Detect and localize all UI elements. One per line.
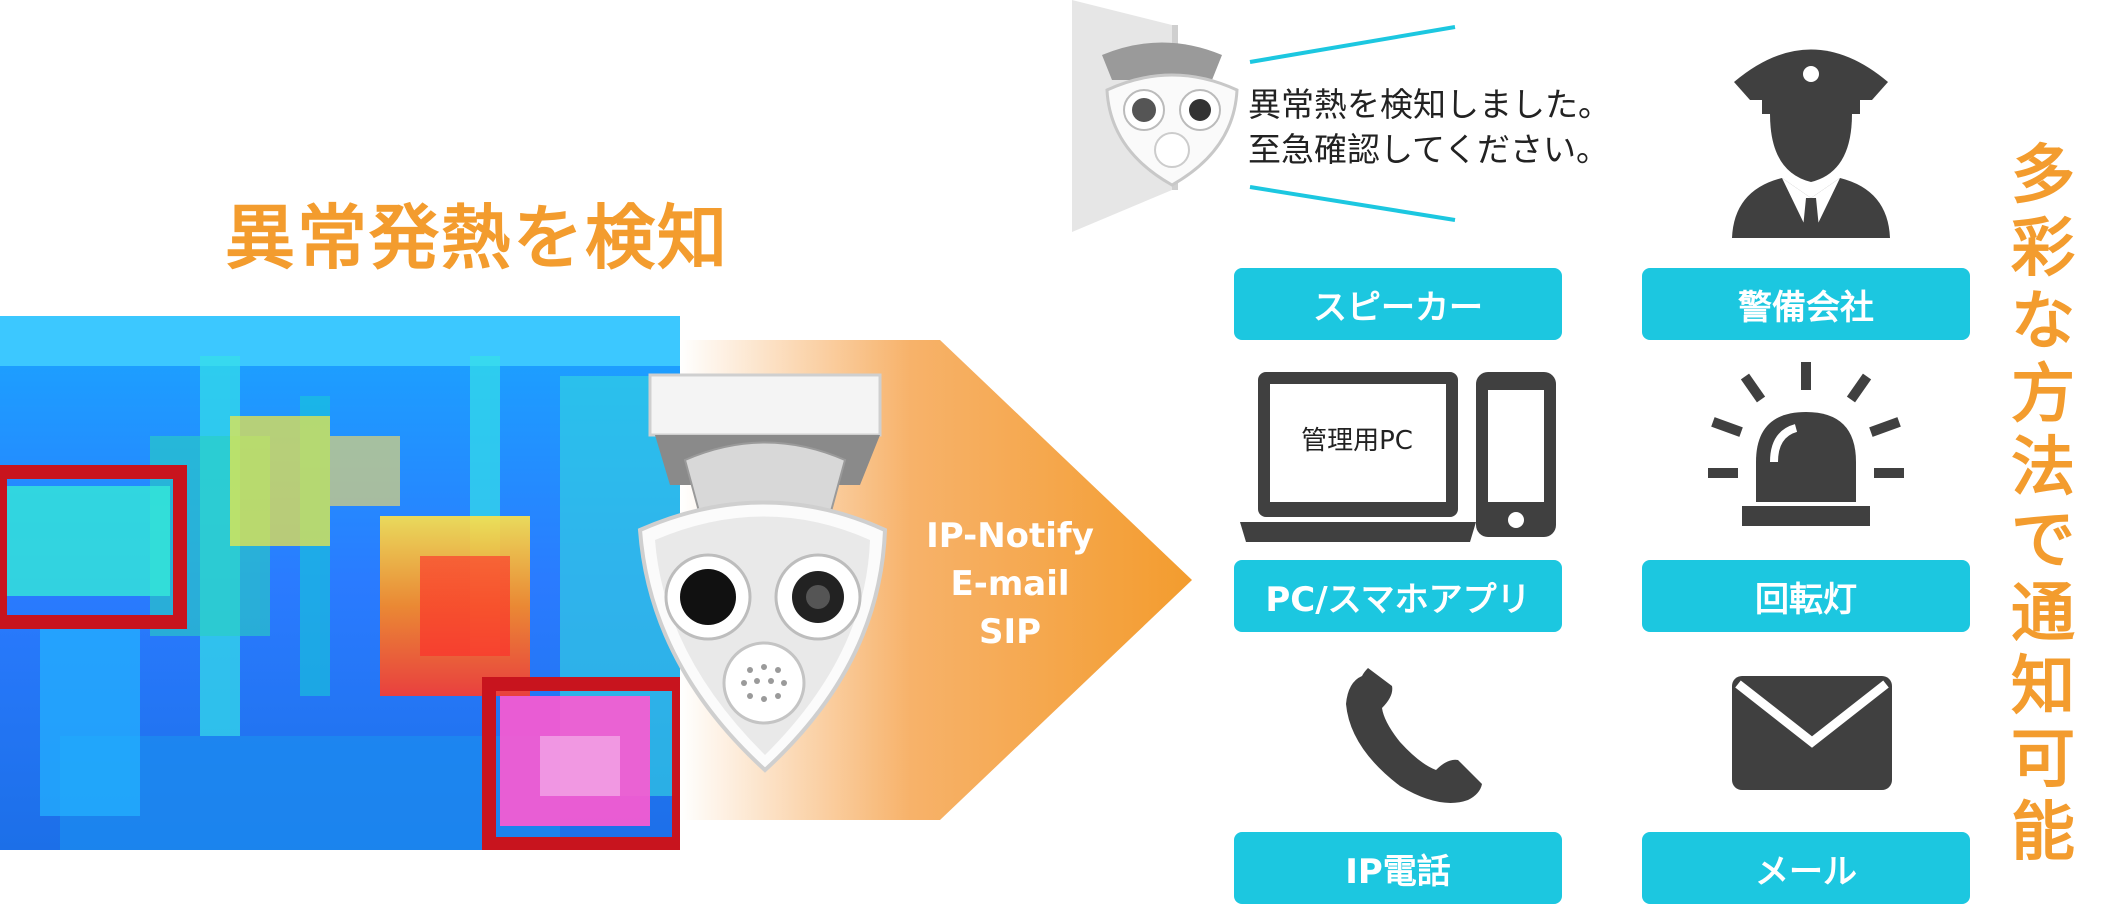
protocol-item: SIP [978, 612, 1042, 652]
speech-beam [1249, 25, 1456, 222]
speech-line: 異常熱を検知しました。 [1248, 85, 1611, 124]
speaker-camera-icon [1072, 0, 1239, 232]
option-mail: メール [1642, 832, 1970, 904]
vertical-title-char: 能 [2011, 796, 2075, 870]
pc-smartphone-icon [1240, 372, 1556, 542]
option-ip-phone: IP電話 [1234, 832, 1562, 904]
speech-text: 異常熱を検知しました。 至急確認してください。 [1248, 82, 1648, 172]
option-rotating-light: 回転灯 [1642, 560, 1970, 632]
protocol-item: E-mail [950, 564, 1070, 604]
phone-icon [1346, 668, 1482, 803]
vertical-title-char: 通 [2011, 577, 2075, 651]
mail-icon [1732, 676, 1892, 790]
vertical-title-char: 多 [2011, 139, 2075, 213]
vertical-title-char: 方 [2011, 358, 2075, 432]
vertical-title-char: 知 [2011, 650, 2075, 724]
protocol-item: IP-Notify [926, 516, 1094, 556]
pc-screen-label: 管理用PC [1301, 426, 1413, 456]
option-pc-app: PC/スマホアプリ [1234, 560, 1562, 632]
option-security-company: 警備会社 [1642, 268, 1970, 340]
protocol-list: IP-Notify E-mail SIP [895, 512, 1125, 656]
vertical-title-char: 彩 [2011, 212, 2075, 286]
thermal-image [0, 316, 680, 850]
vertical-title-char: 可 [2011, 723, 2075, 797]
vertical-title-char: な [2011, 285, 2075, 359]
vertical-title: 多 彩 な 方 法 で 通 知 可 能 [1998, 140, 2088, 870]
thermal-camera-icon [637, 373, 888, 773]
vertical-title-char: で [2011, 504, 2075, 578]
security-guard-icon [1732, 49, 1890, 238]
vertical-title-char: 法 [2011, 431, 2075, 505]
headline: 異常発熱を検知 [225, 197, 729, 279]
rotating-light-icon [1708, 362, 1904, 526]
option-speaker: スピーカー [1234, 268, 1562, 340]
speech-line: 至急確認してください。 [1248, 130, 1610, 169]
